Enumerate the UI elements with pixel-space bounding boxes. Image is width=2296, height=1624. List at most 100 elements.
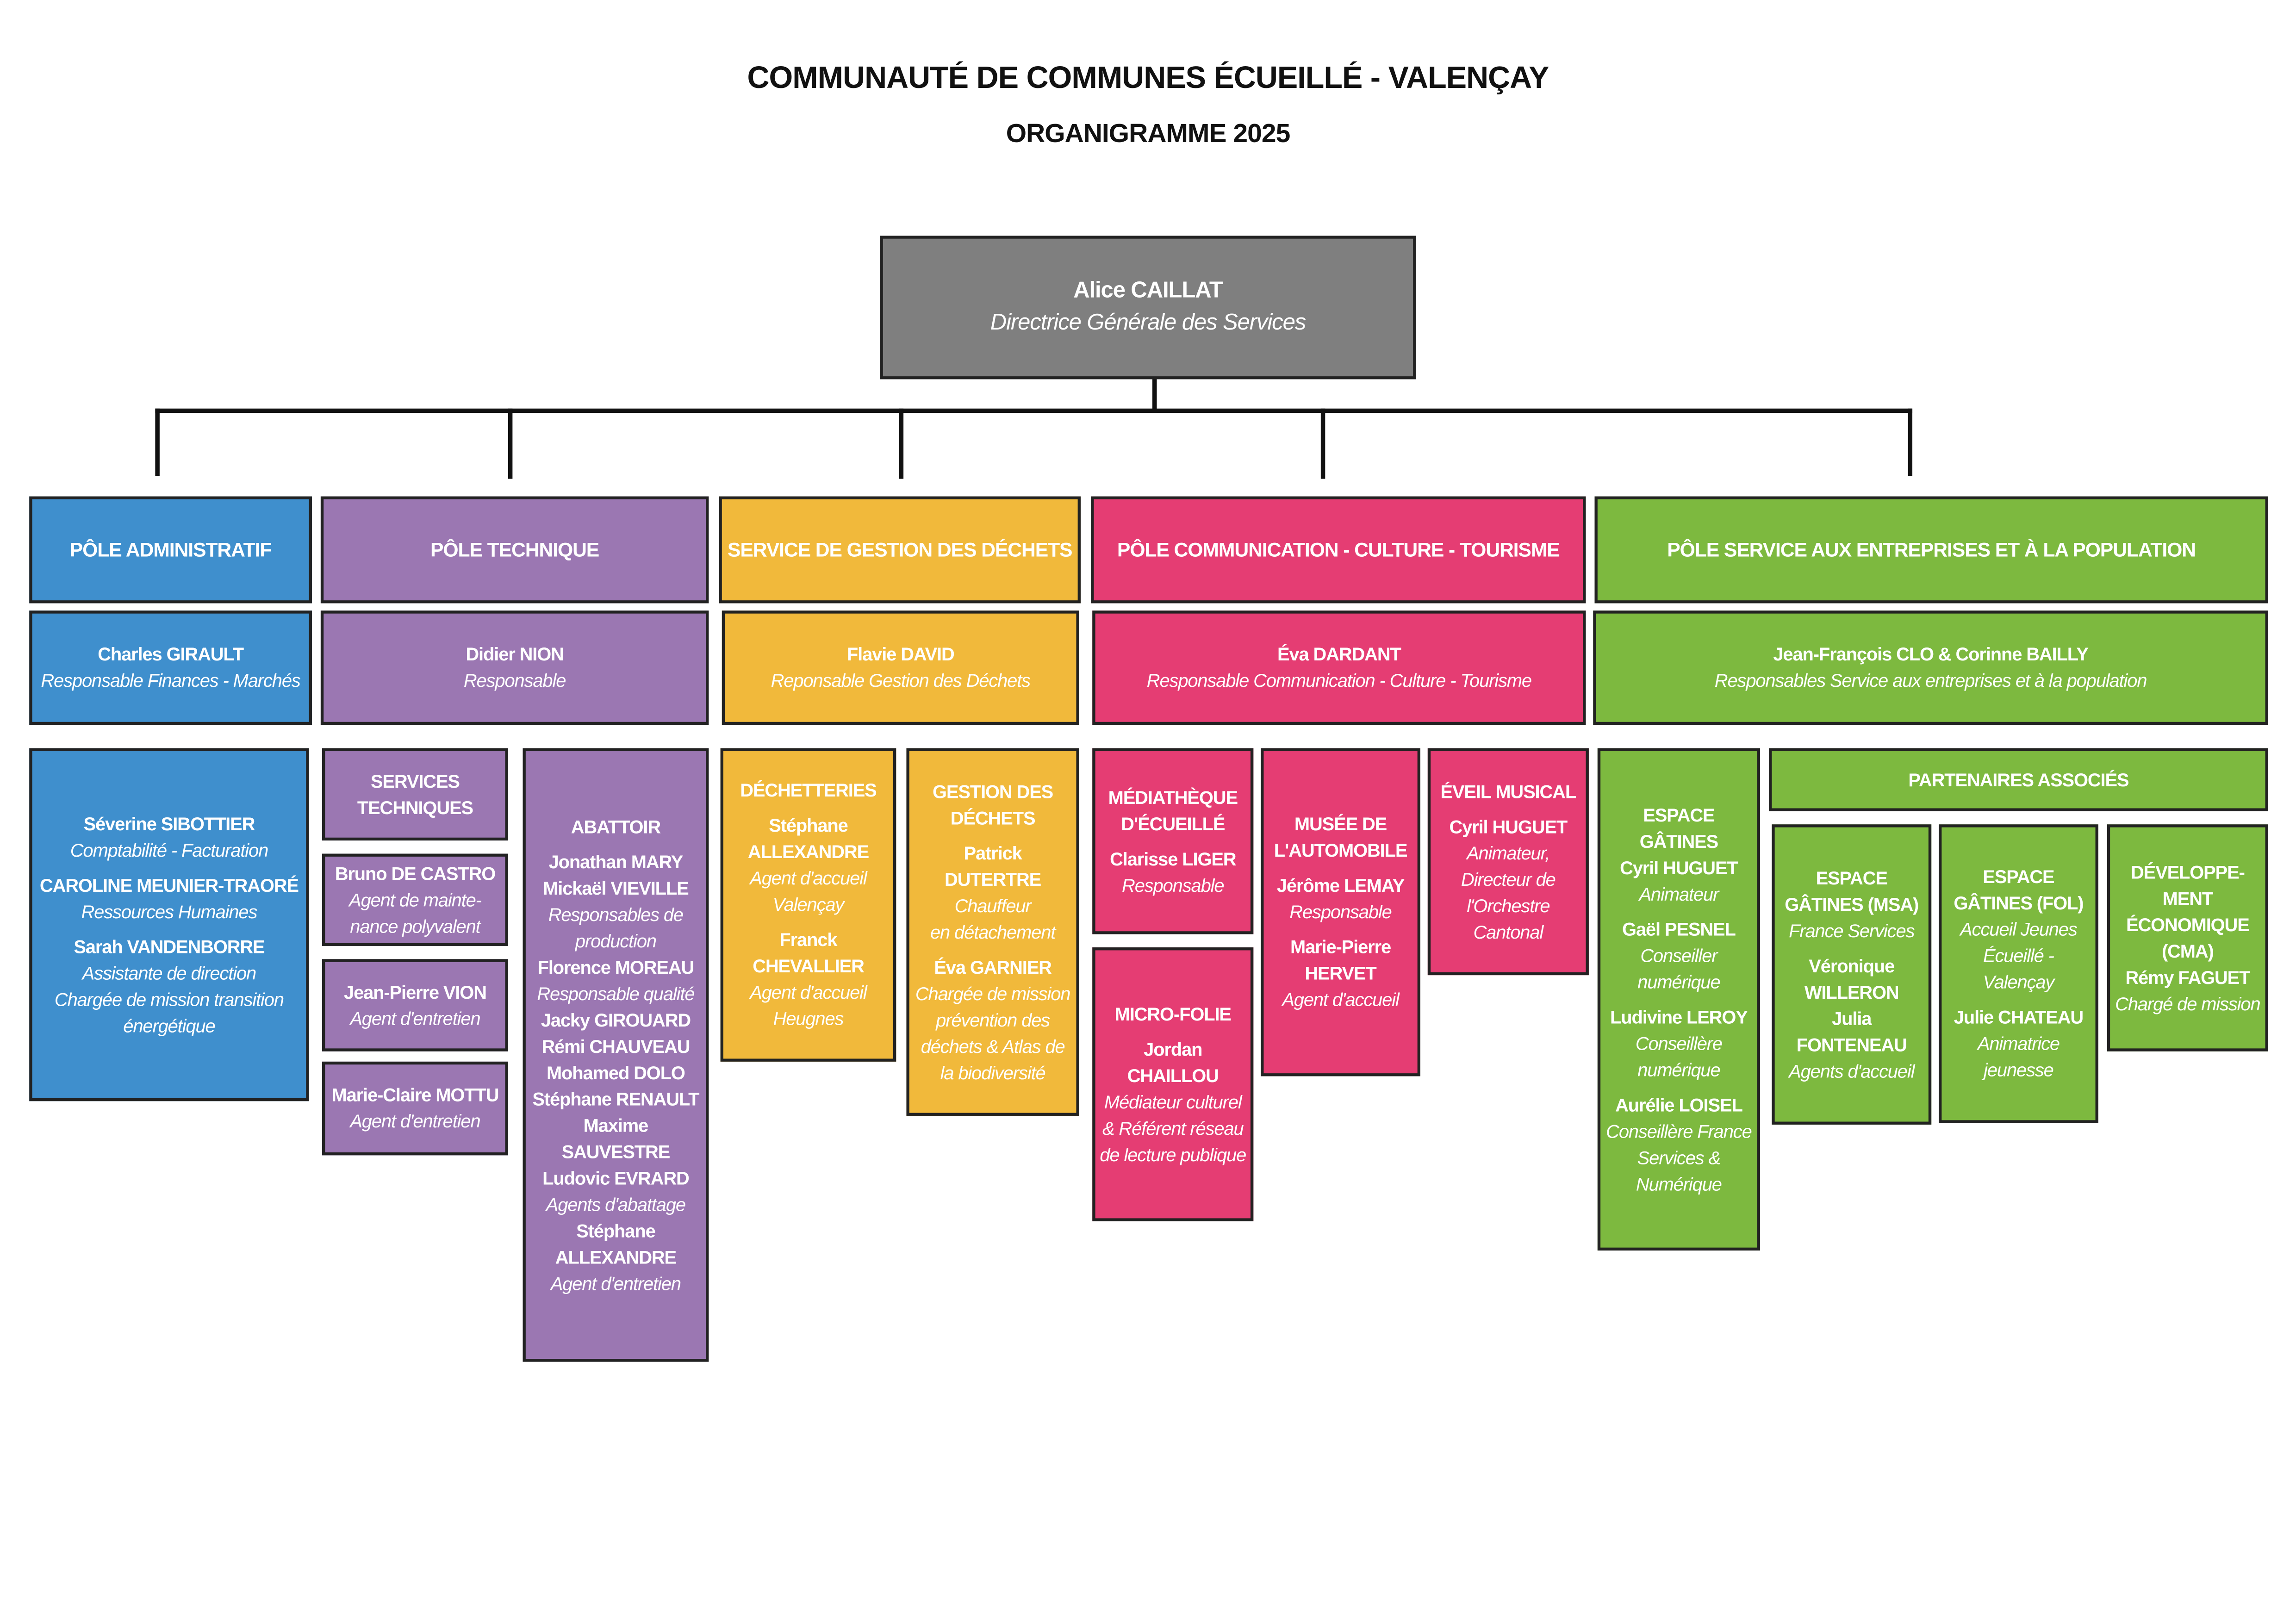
box-role-text: Directrice Générale des Services — [990, 310, 1306, 336]
box-name-text: Franck CHEVALLIER — [753, 930, 865, 977]
box-group: GESTION DES DÉCHETS — [914, 778, 1072, 831]
box-name-text: Ludovic EVRARD — [542, 1168, 690, 1188]
box-name-text: ÉVEIL MUSICAL — [1440, 781, 1576, 802]
box-name-text: ESPACE GÂTINES — [1639, 804, 1718, 852]
connector-drop-communication — [1320, 408, 1325, 479]
box-role-text: & Référent réseau de lecture publique — [1100, 1118, 1246, 1165]
box-group: Flavie DAVID Reponsable Gestion des Déche… — [771, 641, 1031, 694]
org-box-musee: MUSÉE DE L'AUTOMOBILE Jérôme LEMAY Respons… — [1261, 748, 1420, 1076]
box-group: Charles GIRAULT Responsable Finances - Ma… — [41, 641, 300, 694]
box-name-text: MUSÉE DE L'AUTOMOBILE — [1274, 814, 1408, 861]
box-group: ESPACE GÂTINES (MSA)France Services — [1779, 865, 1924, 944]
box-name-text: Charles GIRAULT — [98, 644, 244, 665]
org-box-h-admin: PÔLE ADMINISTRATIF — [29, 496, 312, 604]
box-group: PÔLE ADMINISTRATIF — [70, 537, 272, 563]
box-role-text: Agent d'accueil — [1282, 989, 1400, 1011]
box-role-text: Responsable Finances - Marchés — [41, 671, 300, 691]
connector-drop-entreprises — [1908, 408, 1913, 476]
box-role-text: Responsable Communication - Culture - To… — [1146, 671, 1532, 691]
connector-drop-dechets — [899, 408, 904, 479]
org-box-h-tech: PÔLE TECHNIQUE — [320, 496, 709, 604]
box-role-text: Responsable — [1122, 875, 1225, 896]
box-name-text: PÔLE ADMINISTRATIF — [69, 538, 272, 560]
box-role-text: Agent d'accueil Heugnes — [750, 982, 867, 1030]
box-group: DÉVELOPPE-MENT ÉCONOMIQUE (CMA) Rémy FAGU… — [2115, 859, 2261, 1017]
box-role-text: Accueil Jeunes Écueillé - Valençay — [1960, 919, 2078, 993]
org-box-h-entr: PÔLE SERVICE AUX ENTREPRISES ET À LA POP… — [1594, 496, 2268, 604]
box-name-text: Éva DARDANT — [1277, 644, 1401, 665]
box-role-text: Responsables de production — [548, 904, 684, 951]
chart-title: COMMUNAUTÉ DE COMMUNES ÉCUEILLÉ - VALENÇ… — [747, 61, 1549, 95]
box-group: MÉDIATHÈQUE D'ÉCUEILLÉ — [1100, 784, 1246, 837]
box-role-text: Animatrice jeunesse — [1977, 1033, 2060, 1081]
box-name-text: PÔLE SERVICE AUX ENTREPRISES ET À LA POP… — [1667, 538, 2196, 560]
box-name-text: Patrick DUTERTRE — [945, 842, 1041, 890]
box-name-text: SERVICE DE GESTION DES DÉCHETS — [727, 538, 1073, 560]
box-name-text: PARTENAIRES ASSOCIÉS — [1908, 769, 2129, 790]
box-role-text: Reponsable Gestion des Déchets — [771, 671, 1031, 691]
box-group: DÉCHETTERIES — [740, 778, 877, 804]
box-role-text: Conseillère France Services & Numérique — [1606, 1120, 1752, 1195]
connector-trunk — [1152, 378, 1157, 413]
box-name-text: ESPACE GÂTINES (MSA) — [1785, 867, 1919, 915]
box-role-text: Responsables Service aux entreprises et … — [1714, 671, 2147, 691]
box-role-text: Agent d'entretien — [350, 1111, 480, 1132]
connector-drop-technique — [508, 408, 513, 479]
box-name-text: Jacky GIROUARD — [541, 1009, 691, 1030]
box-name-text: Flavie DAVID — [846, 644, 955, 665]
box-name-text: Gaël PESNEL — [1622, 919, 1736, 940]
box-group: Sarah VANDENBORRE Assistante de direction… — [37, 933, 302, 1039]
box-name-text: DÉVELOPPE-MENT ÉCONOMIQUE (CMA) — [2126, 861, 2250, 962]
box-group: PÔLE TECHNIQUE — [430, 537, 599, 563]
box-group: MUSÉE DE L'AUTOMOBILE — [1268, 811, 1413, 864]
box-name-text: Jérôme LEMAY — [1276, 876, 1405, 896]
box-name-text: Mohamed DOLO — [546, 1062, 685, 1083]
box-name-text: Bruno DE CASTRO — [335, 863, 496, 884]
connector-horizontal — [155, 408, 1913, 413]
box-name-text: Rémy FAGUET — [2125, 967, 2250, 988]
org-box-h-comm: PÔLE COMMUNICATION - CULTURE - TOURISME — [1091, 496, 1586, 604]
box-name-text: PÔLE TECHNIQUE — [430, 538, 599, 560]
box-name-text: Sarah VANDENBORRE — [74, 936, 265, 957]
box-name-text: PÔLE COMMUNICATION - CULTURE - TOURISME — [1117, 538, 1560, 560]
org-box-cma: DÉVELOPPE-MENT ÉCONOMIQUE (CMA) Rémy FAGU… — [2107, 824, 2268, 1052]
box-group: PARTENAIRES ASSOCIÉS — [1908, 766, 2129, 793]
connector-drop-administratif — [155, 408, 160, 476]
box-role-text: Responsable — [1289, 902, 1392, 923]
box-name-text: Florence MOREAU — [537, 957, 695, 977]
box-role-text: Assistante de direction — [82, 963, 257, 983]
box-name-text: Jonathan MARY — [548, 851, 684, 872]
box-role-text: en détachement — [930, 921, 1056, 942]
box-name-text: Aurélie LOISEL — [1615, 1095, 1743, 1115]
box-name-text: Jordan CHAILLOU — [1127, 1039, 1219, 1086]
box-name-text: Julie CHATEAU — [1954, 1007, 2084, 1028]
box-group: Jérôme LEMAY Responsable — [1276, 873, 1405, 926]
box-group: PÔLE COMMUNICATION - CULTURE - TOURISME — [1117, 537, 1560, 563]
box-name-text: CAROLINE MEUNIER-TRAORÉ — [39, 875, 299, 896]
box-role-text: Responsable — [463, 671, 566, 691]
box-role-text: Agent de mainte-nance polyvalent — [349, 890, 482, 937]
box-role-text: Chargée de mission transition énergétiqu… — [54, 989, 284, 1036]
box-role-text: Chauffeur — [954, 895, 1032, 916]
box-name-text: Rémi CHAUVEAU — [541, 1036, 690, 1057]
box-role-text: Conseillère numérique — [1635, 1033, 1723, 1080]
